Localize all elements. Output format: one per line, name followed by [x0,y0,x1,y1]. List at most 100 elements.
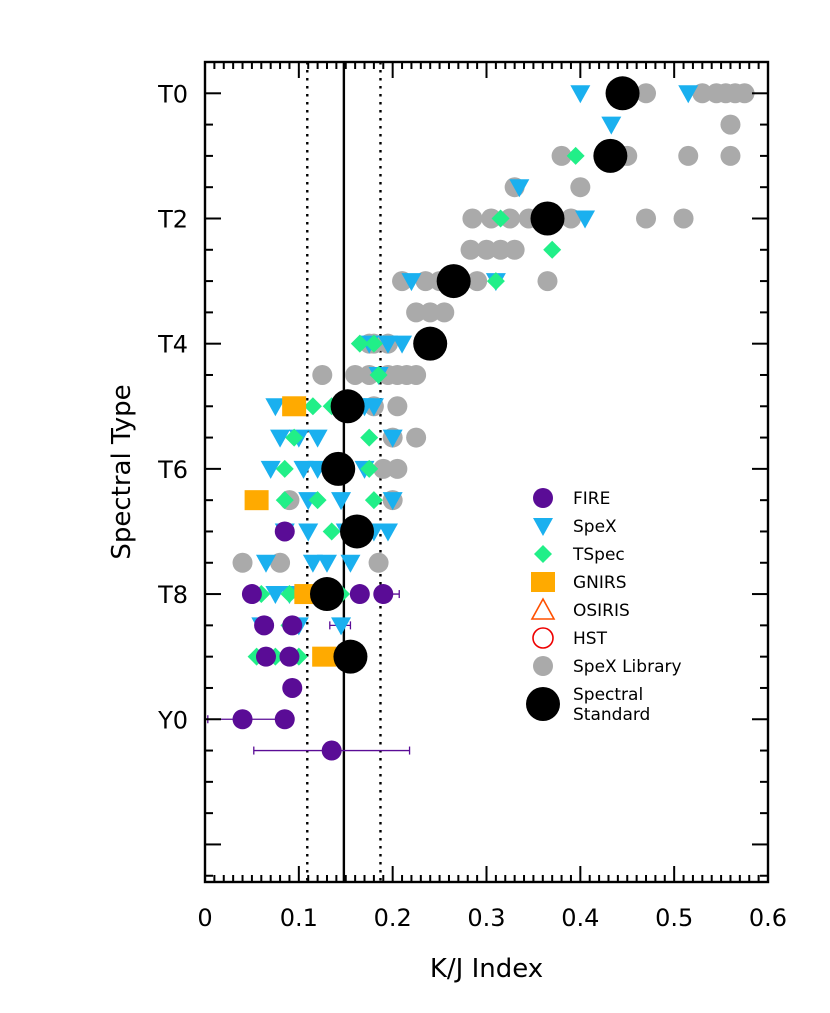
point-spex-library [406,427,427,448]
point-spex [678,85,699,104]
point-spex-library [570,177,591,198]
series-fire [232,521,394,761]
point-spectral-standard [413,326,448,361]
point-tspec [364,491,383,510]
point-spex-library [368,552,389,573]
point-spex [340,554,361,573]
y-tick-label: T0 [157,80,188,108]
x-tick-label: 0.4 [561,904,599,932]
y-tick-label: T6 [157,456,188,484]
point-spex-library [636,83,657,104]
point-spex [382,492,403,511]
point-spex [270,429,291,448]
point-spex-library [460,239,481,260]
point-tspec [486,272,505,291]
legend-label: OSIRIS [573,601,630,621]
point-spex [601,116,622,135]
point-fire [254,615,275,636]
point-spex [377,335,398,354]
point-spex-library [537,271,558,292]
point-spectral-standard [321,451,356,486]
legend-marker-fire [533,488,553,508]
point-tspec [360,459,379,478]
point-fire [274,709,295,730]
data-points [232,76,755,761]
legend-label: SpeX [573,517,617,537]
point-spectral-standard [333,639,368,674]
point-spex [401,273,422,292]
point-spex-library [415,271,436,292]
point-fire [373,584,394,605]
point-tspec [275,491,294,510]
point-fire [255,646,276,667]
point-spex [316,554,337,573]
point-spex [260,460,281,479]
point-fire [349,584,370,605]
point-spex-library [232,552,253,573]
point-spex [307,429,328,448]
point-fire [321,740,342,761]
point-tspec [280,585,299,604]
point-tspec [491,209,510,228]
point-tspec [308,491,327,510]
point-spectral-standard [593,138,628,173]
point-spex [509,179,530,198]
point-spex-library [720,114,741,135]
point-spectral-standard [530,201,565,236]
legend-item: FIRE [533,488,610,509]
x-tick-label: 0.1 [280,904,318,932]
legend-label: SpeX Library [573,657,682,677]
legend-marker-gnirs [531,572,555,592]
point-tspec [369,365,388,384]
point-fire [241,584,262,605]
point-spex-library [462,208,483,229]
point-tspec [543,240,562,259]
legend-item: TSpec [534,545,625,565]
point-spex-library [270,552,291,573]
point-spex [575,210,596,229]
point-spectral-standard [605,76,640,111]
point-gnirs [312,646,337,667]
point-tspec [364,334,383,353]
y-tick-label: T2 [157,205,188,233]
legend-marker-spex-library [533,656,553,676]
point-spex [331,492,352,511]
legend-marker-osiris [530,597,556,620]
point-spex-library [373,458,394,479]
point-tspec [360,428,379,447]
legend-marker-spectral-standard [526,687,560,721]
point-spex [298,523,319,542]
legend-label: GNIRS [573,573,627,593]
point-spex-library [467,271,488,292]
x-tick-label: 0 [197,904,212,932]
legend-item: OSIRIS [530,597,630,621]
legend-marker-hst [532,627,554,649]
point-spex [302,554,323,573]
point-spex-library [504,239,525,260]
point-spex-library [678,145,699,166]
point-spex-library [551,145,572,166]
point-spex [392,335,413,354]
point-tspec [285,428,304,447]
y-tick-label: T8 [157,581,188,609]
point-gnirs [282,396,307,417]
legend-label: HST [573,629,608,649]
legend-marker-spex [533,518,553,536]
legend-item: HST [532,627,608,649]
x-tick-label: 0.2 [374,904,412,932]
point-spex-library [406,302,427,323]
x-tick-label: 0.6 [749,904,787,932]
point-spex-library [387,396,408,417]
point-spectral-standard [340,514,375,549]
point-spex-library [312,364,333,385]
point-spex-library [490,239,511,260]
point-spex-library [420,302,441,323]
point-spex [265,586,286,605]
y-axis-label: Spectral Type [107,384,137,559]
plot-frame [203,60,770,884]
point-fire [232,709,253,730]
legend-item: SpeX [533,517,617,537]
point-spex-library [720,145,741,166]
